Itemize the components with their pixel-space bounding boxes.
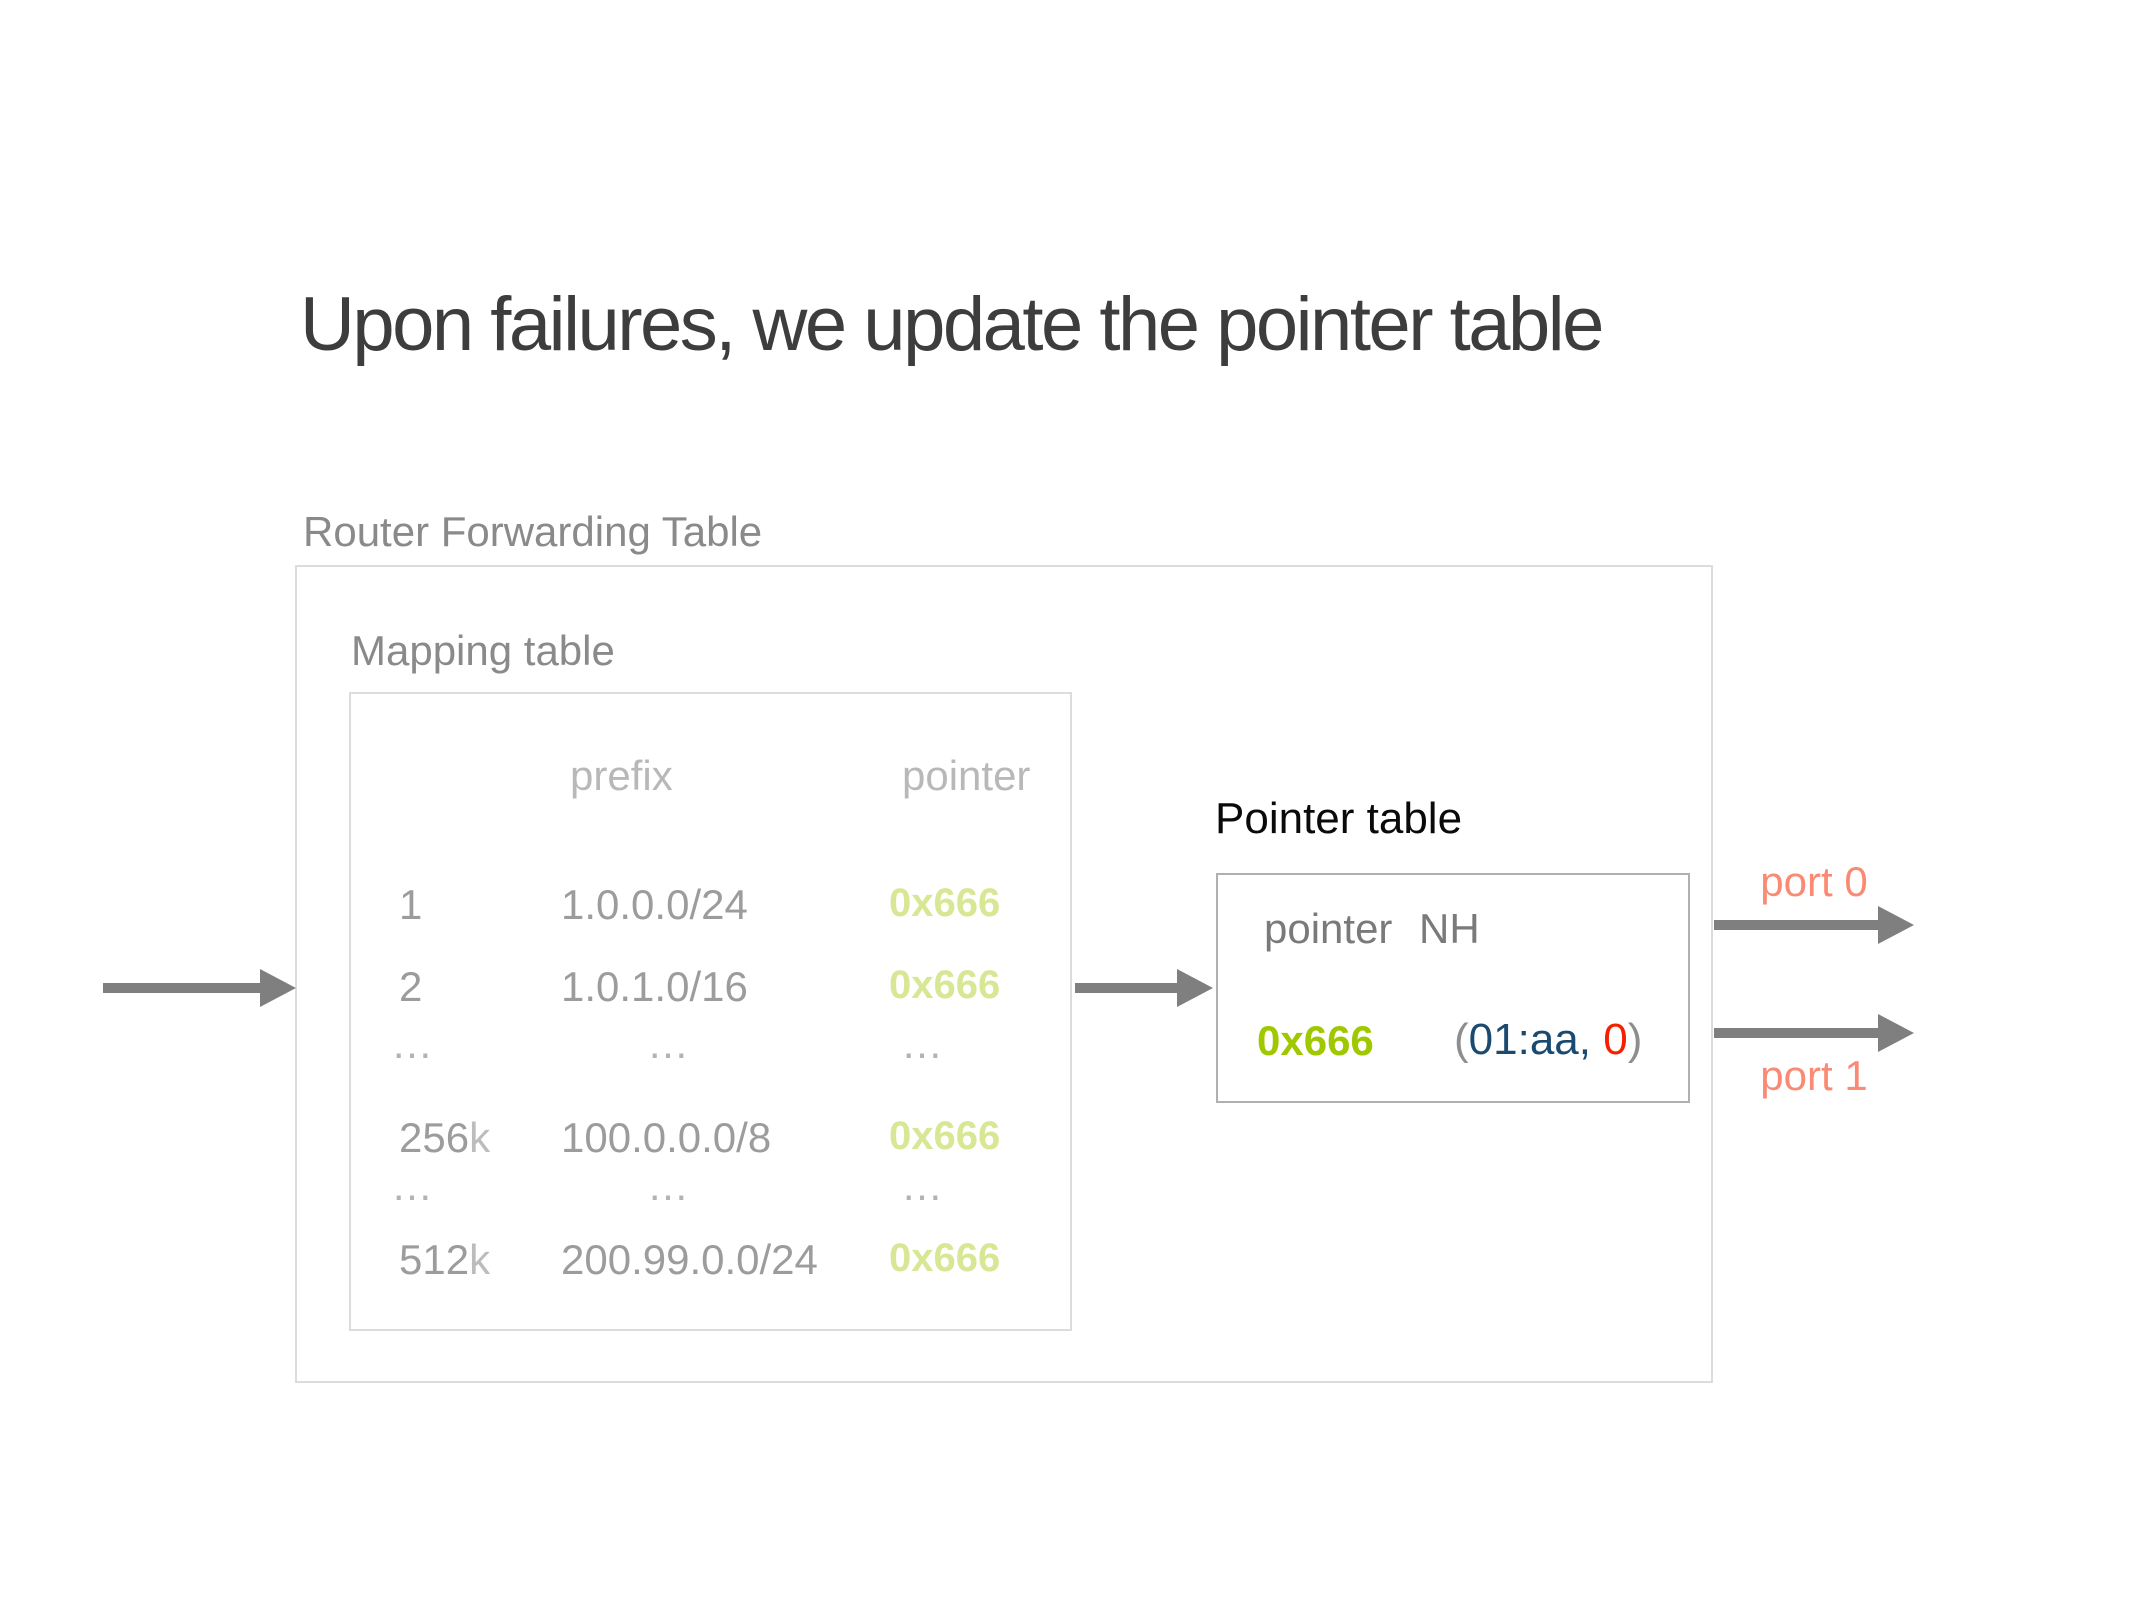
- mapping-table-label: Mapping table: [351, 627, 615, 674]
- port0-arrow: [1714, 906, 1914, 944]
- row-prefix: 1.0.1.0/16: [561, 963, 748, 1010]
- row-prefix: 200.99.0.0/24: [561, 1236, 818, 1283]
- table-row-ellipsis: … … …: [351, 1020, 1070, 1068]
- mapping-header-pointer: pointer: [902, 752, 1031, 799]
- table-row: 256k 100.0.0.0/8 0x666: [351, 1114, 1070, 1162]
- router-forwarding-table-box: Mapping table prefix pointer 1 1.0.0.0/2…: [295, 565, 1713, 1383]
- arrow-head-icon: [1878, 1014, 1914, 1052]
- arrow-shaft: [1714, 920, 1878, 930]
- row-pointer: …: [901, 1162, 949, 1209]
- pointer-header-nh: NH: [1419, 905, 1480, 952]
- arrow-head-icon: [1878, 906, 1914, 944]
- pointer-table-label: Pointer table: [1215, 794, 1463, 843]
- row-prefix: 1.0.0.0/24: [561, 881, 748, 928]
- port1-label: port 1: [1760, 1052, 1868, 1099]
- mapping-header-prefix: prefix: [570, 752, 673, 799]
- pointer-table-header-row: pointer NH: [1218, 905, 1688, 952]
- mapping-to-pointer-arrow: [1075, 969, 1213, 1007]
- row-id: 256k: [399, 1114, 491, 1161]
- mapping-table-header-row: prefix pointer: [351, 752, 1070, 799]
- row-id: …: [391, 1162, 439, 1209]
- row-pointer: 0x666: [889, 1114, 1001, 1158]
- row-id: 2: [399, 963, 423, 1010]
- row-prefix: 100.0.0.0/8: [561, 1114, 772, 1161]
- arrow-shaft: [103, 983, 260, 993]
- arrow-head-icon: [1177, 969, 1213, 1007]
- pointer-value: 0x666: [1257, 1017, 1374, 1064]
- input-arrow: [103, 969, 296, 1007]
- arrow-head-icon: [260, 969, 296, 1007]
- row-id: 512k: [399, 1236, 491, 1283]
- table-row: 1 1.0.0.0/24 0x666: [351, 881, 1070, 929]
- row-prefix: …: [647, 1020, 695, 1067]
- pointer-header-pointer: pointer: [1264, 905, 1393, 952]
- table-row: 2 1.0.1.0/16 0x666: [351, 963, 1070, 1011]
- table-row-ellipsis: … … …: [351, 1162, 1070, 1210]
- row-pointer: 0x666: [889, 1236, 1001, 1280]
- next-hop-value: (01:aa, 0): [1454, 1015, 1643, 1064]
- row-pointer: 0x666: [889, 963, 1001, 1007]
- port1-arrow: [1714, 1014, 1914, 1052]
- router-forwarding-table-label: Router Forwarding Table: [303, 508, 763, 555]
- arrow-shaft: [1714, 1028, 1878, 1038]
- pointer-table-box: pointer NH 0x666 (01:aa, 0): [1216, 873, 1690, 1103]
- arrow-shaft: [1075, 983, 1177, 993]
- row-prefix: …: [647, 1162, 695, 1209]
- slide-title: Upon failures, we update the pointer tab…: [300, 282, 1604, 367]
- port0-label: port 0: [1760, 858, 1868, 905]
- pointer-table-row: 0x666 (01:aa, 0): [1218, 1015, 1688, 1065]
- row-pointer: 0x666: [889, 881, 1001, 925]
- table-row: 512k 200.99.0.0/24 0x666: [351, 1236, 1070, 1284]
- mapping-table-box: prefix pointer 1 1.0.0.0/24 0x666 2 1.0.…: [349, 692, 1072, 1331]
- row-pointer: …: [901, 1020, 949, 1067]
- row-id: 1: [399, 881, 423, 928]
- row-id: …: [391, 1020, 439, 1067]
